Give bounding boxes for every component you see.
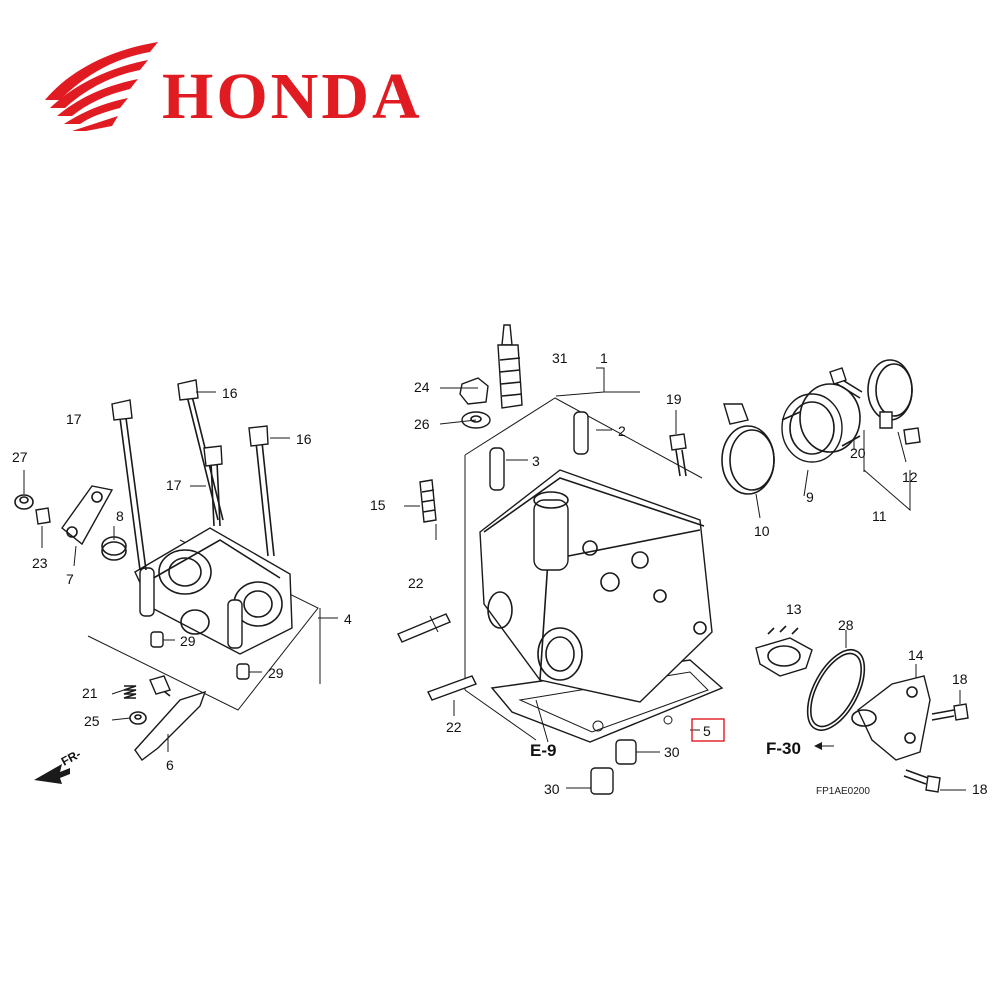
honda-wing-icon (45, 42, 158, 131)
callout-19: 19 (666, 391, 682, 407)
section-references: E-9 F-30 (530, 739, 801, 760)
callout-5-highlight (691, 718, 725, 742)
cylinder-head-assembly (397, 324, 724, 795)
callout-29a: 29 (180, 633, 196, 649)
callout-17a: 17 (66, 411, 82, 427)
callout-16b: 16 (296, 431, 312, 447)
callout-27: 27 (12, 449, 28, 465)
callout-9: 9 (806, 489, 814, 505)
callout-17b: 17 (166, 477, 182, 493)
callout-16a: 16 (222, 385, 238, 401)
brand-wordmark: HONDA (162, 60, 423, 133)
callout-18a: 18 (952, 671, 968, 687)
callout-30b: 30 (544, 781, 560, 797)
callout-labels: 1 2 3 4 5 6 7 8 9 10 11 12 13 14 15 16 1… (12, 350, 988, 797)
callout-4: 4 (344, 611, 352, 627)
callout-22b: 22 (446, 719, 462, 735)
callout-18b: 18 (972, 781, 988, 797)
callout-15: 15 (370, 497, 386, 513)
callout-7: 7 (66, 571, 74, 587)
reference-f30: F-30 (766, 739, 801, 758)
callout-13: 13 (786, 601, 802, 617)
callout-10: 10 (754, 523, 770, 539)
callout-14: 14 (908, 647, 924, 663)
callout-28: 28 (838, 617, 854, 633)
callout-21: 21 (82, 685, 98, 701)
callout-31: 31 (552, 350, 568, 366)
callout-25: 25 (84, 713, 100, 729)
callout-22a: 22 (408, 575, 424, 591)
callout-11: 11 (872, 508, 887, 524)
callout-20: 20 (850, 445, 866, 461)
callout-5: 5 (703, 723, 711, 739)
camshaft-holder-assembly: FR- (14, 379, 321, 784)
orientation-label: FR- (59, 747, 83, 769)
callout-3: 3 (532, 453, 540, 469)
diagram-code: FP1AE0200 (816, 786, 870, 797)
intake-thermostat-assembly (721, 359, 969, 793)
callout-2: 2 (618, 423, 626, 439)
reference-e9: E-9 (530, 741, 556, 760)
honda-logo: HONDA (45, 42, 423, 133)
leader-lines (23, 367, 966, 791)
callout-29b: 29 (268, 665, 284, 681)
callout-30a: 30 (664, 744, 680, 760)
callout-1: 1 (600, 350, 608, 366)
callout-6: 6 (166, 757, 174, 773)
callout-23: 23 (32, 555, 48, 571)
front-direction-arrow-icon: FR- (34, 747, 83, 784)
callout-12: 12 (902, 469, 918, 485)
callout-26: 26 (414, 416, 430, 432)
callout-8: 8 (116, 508, 124, 524)
callout-24: 24 (414, 379, 430, 395)
